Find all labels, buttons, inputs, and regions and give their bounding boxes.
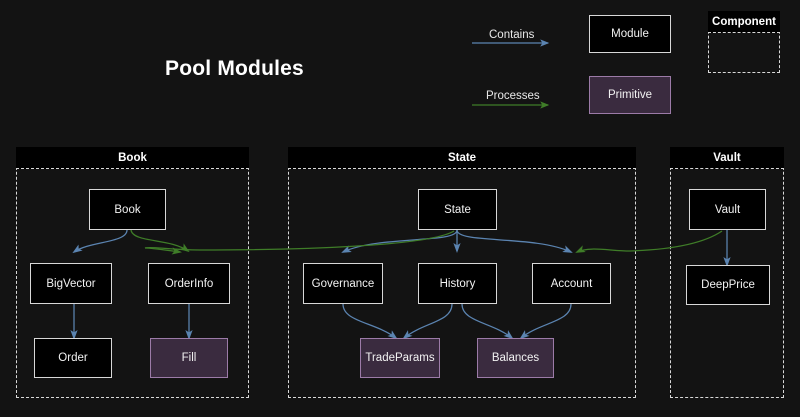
legend-processes-label: Processes xyxy=(486,90,540,102)
cluster-book-header: Book xyxy=(16,147,249,169)
cluster-state-header: State xyxy=(288,147,636,169)
cluster-vault-header: Vault xyxy=(670,147,784,169)
node-order[interactable]: Order xyxy=(34,338,112,378)
node-orderinfo-label: OrderInfo xyxy=(164,277,214,290)
node-deepprice[interactable]: DeepPrice xyxy=(686,265,770,305)
legend-component-label: Component xyxy=(712,15,776,28)
legend-component-header: Component xyxy=(708,11,780,33)
legend-module-node: Module xyxy=(589,15,671,53)
legend-contains-arrow xyxy=(472,39,550,47)
node-tradeparams[interactable]: TradeParams xyxy=(360,338,440,378)
node-state[interactable]: State xyxy=(418,189,497,230)
legend-primitive-label: Primitive xyxy=(607,89,653,101)
node-order-label: Order xyxy=(58,352,88,364)
node-book[interactable]: Book xyxy=(89,189,166,230)
node-history-label: History xyxy=(439,277,476,290)
cluster-state-label: State xyxy=(447,151,477,164)
legend-processes-arrow xyxy=(472,101,550,109)
node-orderinfo[interactable]: OrderInfo xyxy=(148,263,230,304)
node-account-label: Account xyxy=(550,277,593,290)
node-fill-label: Fill xyxy=(181,352,197,364)
node-vault-label: Vault xyxy=(714,203,741,216)
node-state-label: State xyxy=(444,203,471,216)
node-balances[interactable]: Balances xyxy=(477,338,554,378)
node-fill[interactable]: Fill xyxy=(150,338,228,378)
node-vault[interactable]: Vault xyxy=(689,189,766,230)
node-governance-label: Governance xyxy=(311,277,375,290)
node-tradeparams-label: TradeParams xyxy=(365,352,435,364)
legend-contains-label: Contains xyxy=(489,29,535,41)
node-deepprice-label: DeepPrice xyxy=(701,279,755,291)
node-bigvector[interactable]: BigVector xyxy=(30,263,112,304)
node-governance[interactable]: Governance xyxy=(303,263,383,304)
node-book-label: Book xyxy=(114,203,141,216)
node-account[interactable]: Account xyxy=(532,263,611,304)
legend-module-label: Module xyxy=(611,28,649,40)
node-bigvector-label: BigVector xyxy=(46,277,96,290)
page-title: Pool Modules xyxy=(165,57,304,80)
legend-primitive-node: Primitive xyxy=(589,76,671,114)
node-balances-label: Balances xyxy=(491,352,540,364)
cluster-book-label: Book xyxy=(118,151,147,164)
cluster-vault-label: Vault xyxy=(713,151,741,164)
node-history[interactable]: History xyxy=(418,263,497,304)
